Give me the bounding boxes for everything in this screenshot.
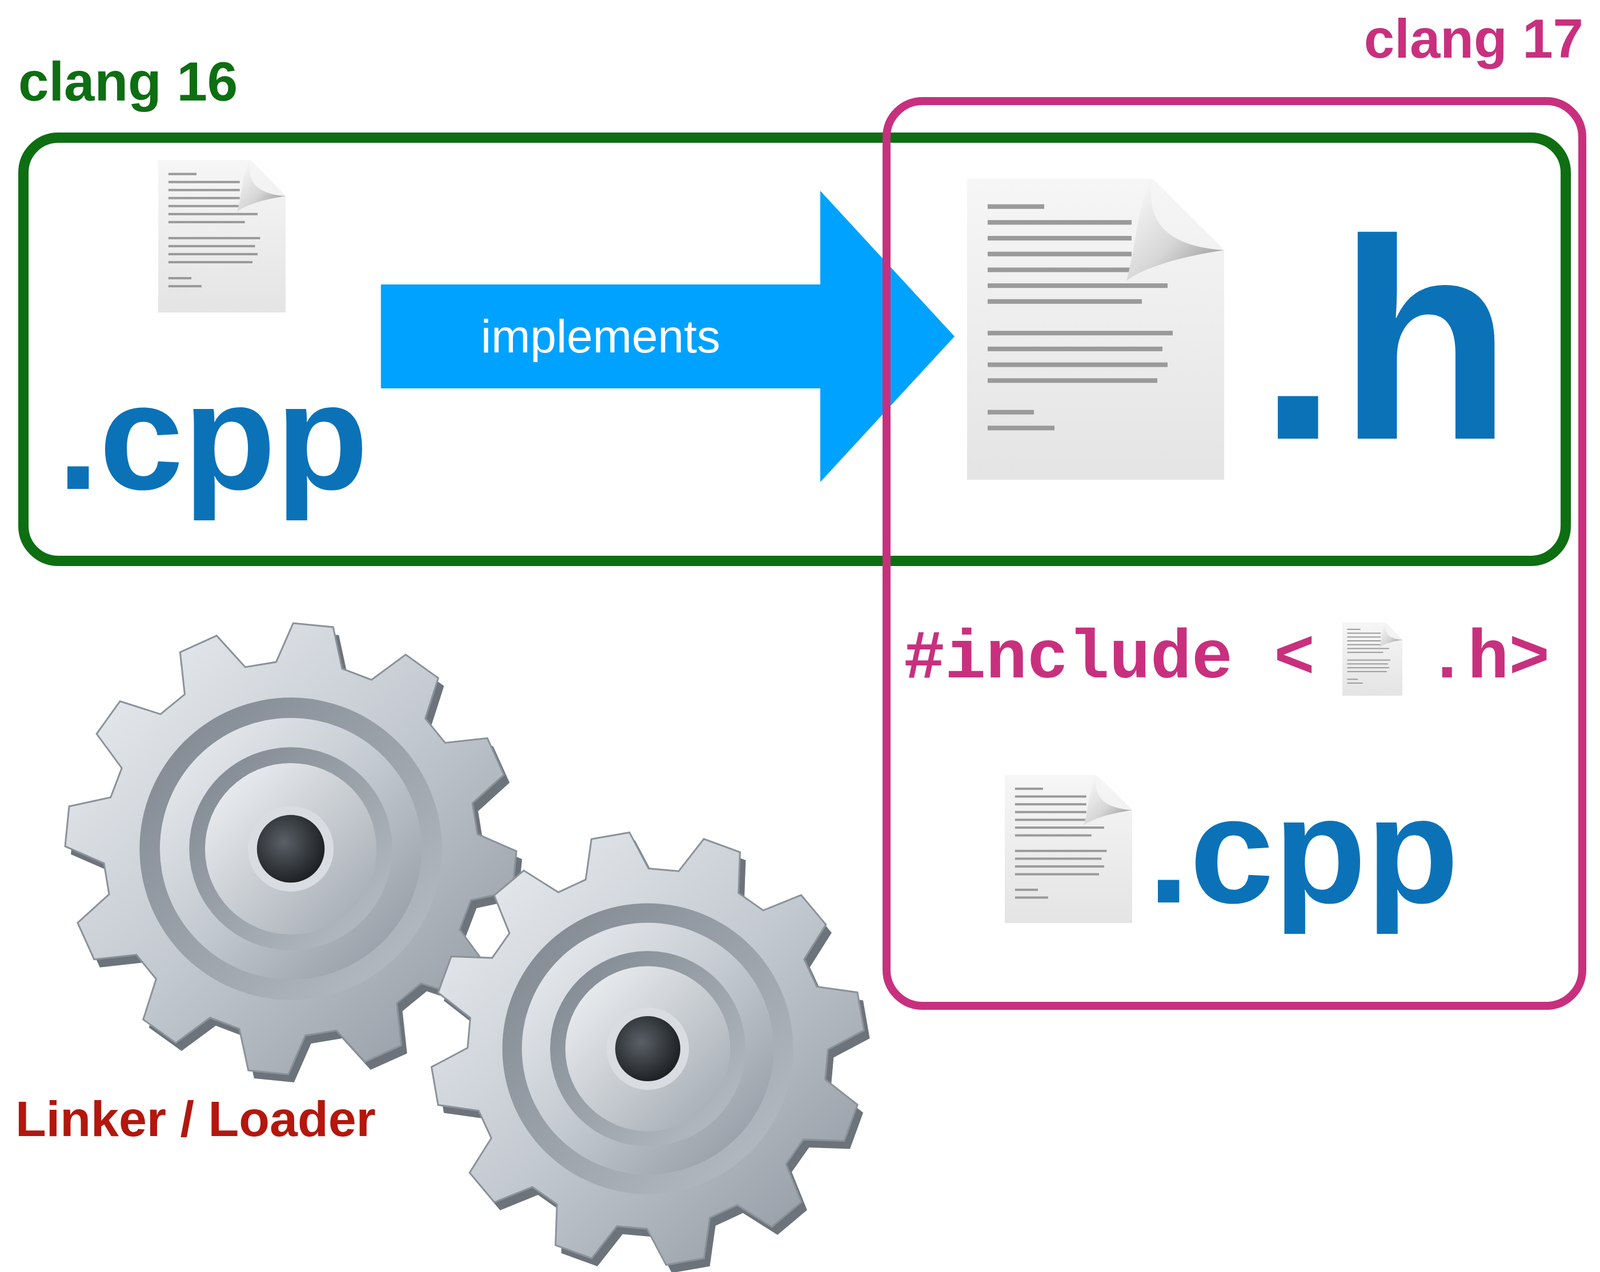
document-text-line xyxy=(168,245,256,248)
document-page xyxy=(158,159,286,313)
file-extension: .cpp xyxy=(1147,774,1459,926)
document-curl xyxy=(1379,622,1403,648)
gear-hub xyxy=(205,763,377,935)
include-code: .h> xyxy=(1426,624,1550,694)
document-text-line xyxy=(1015,849,1108,853)
document-text-line xyxy=(1347,663,1389,665)
gear-ring xyxy=(159,718,422,980)
document-icon xyxy=(1004,775,1133,924)
document-text-line xyxy=(168,205,240,208)
region-heading: clang 17 xyxy=(1364,11,1584,67)
gear-hub xyxy=(565,966,731,1132)
document-text-line xyxy=(168,213,258,216)
document-text-line xyxy=(987,330,1173,336)
gear-ring xyxy=(502,903,793,1194)
document-text-line xyxy=(987,235,1132,241)
document-text-line xyxy=(987,267,1132,272)
document-text-line xyxy=(168,237,261,240)
document-text-line xyxy=(1015,834,1092,837)
document-icon xyxy=(967,178,1225,480)
region-box: clang 17.h.cpp xyxy=(882,97,1587,1010)
gear-ring xyxy=(189,747,393,951)
file-node: .h xyxy=(967,178,1513,483)
document-text-line xyxy=(168,197,240,200)
document-page xyxy=(1342,622,1403,696)
document-text-line xyxy=(1347,636,1382,638)
document-text-line xyxy=(987,299,1142,304)
document-page xyxy=(967,178,1225,480)
document-text-line xyxy=(1015,857,1102,860)
edge-label: implements xyxy=(480,313,721,360)
gear-hub xyxy=(247,805,334,892)
document-curl xyxy=(237,159,286,212)
document-curl xyxy=(1126,178,1225,282)
document-text-line xyxy=(1347,678,1359,680)
file-extension: .h xyxy=(1258,197,1513,483)
document-text-line xyxy=(1015,803,1087,806)
document-text-line xyxy=(1347,632,1382,635)
document-text-line xyxy=(168,261,253,264)
document-text-line xyxy=(987,346,1163,352)
gear-hole xyxy=(257,815,326,884)
document-text-line xyxy=(1015,795,1087,799)
include-code: #include < xyxy=(903,624,1315,694)
include-line: #include < .h> xyxy=(903,622,1550,696)
file-node: .cpp xyxy=(1004,775,1459,926)
document-text-line xyxy=(1015,787,1044,791)
document-text-line xyxy=(1015,811,1087,814)
document-icon xyxy=(158,159,286,313)
document-text-line xyxy=(1015,818,1087,821)
document-text-line xyxy=(168,181,240,184)
gear-body xyxy=(431,832,864,1265)
document-page xyxy=(1004,775,1133,924)
document-text-line xyxy=(168,253,258,256)
document-text-line xyxy=(987,219,1132,225)
document-text-line xyxy=(987,251,1132,257)
gear-hub xyxy=(606,1007,689,1090)
document-text-line xyxy=(987,283,1168,288)
document-text-line xyxy=(1015,865,1105,868)
document-text-line xyxy=(1015,826,1105,829)
document-text-line xyxy=(168,189,240,192)
document-text-line xyxy=(1347,671,1387,673)
document-text-line xyxy=(1347,667,1390,669)
document-text-line xyxy=(987,362,1168,368)
document-text-line xyxy=(1015,896,1049,899)
document-text-line xyxy=(1347,640,1382,642)
gear-body xyxy=(65,623,517,1075)
region-heading: clang 16 xyxy=(18,54,238,110)
document-text-line xyxy=(1347,682,1363,684)
document-text-line xyxy=(1347,651,1384,653)
gear-hole xyxy=(615,1016,681,1082)
document-text-line xyxy=(987,425,1055,431)
file-extension: .cpp xyxy=(57,361,369,513)
document-text-line xyxy=(1347,647,1390,649)
document-text-line xyxy=(168,221,246,224)
document-text-line xyxy=(168,277,192,280)
document-text-line xyxy=(987,378,1158,383)
document-text-line xyxy=(1015,873,1100,876)
document-text-line xyxy=(168,173,197,176)
document-text-line xyxy=(987,204,1045,210)
document-text-line xyxy=(1015,888,1038,892)
gear-ring xyxy=(139,697,442,1000)
document-text-line xyxy=(168,285,202,288)
linker-label: Linker / Loader xyxy=(15,1093,376,1145)
document-text-line xyxy=(1347,659,1391,661)
document-icon xyxy=(1342,622,1403,696)
document-text-line xyxy=(1347,644,1382,646)
block-arrow xyxy=(381,190,955,483)
document-text-line xyxy=(1347,628,1361,631)
document-text-line xyxy=(987,410,1034,415)
document-curl xyxy=(1083,775,1133,826)
gear-ring xyxy=(522,923,775,1176)
gear-ring xyxy=(550,951,746,1147)
file-node: .cpp xyxy=(57,159,369,513)
